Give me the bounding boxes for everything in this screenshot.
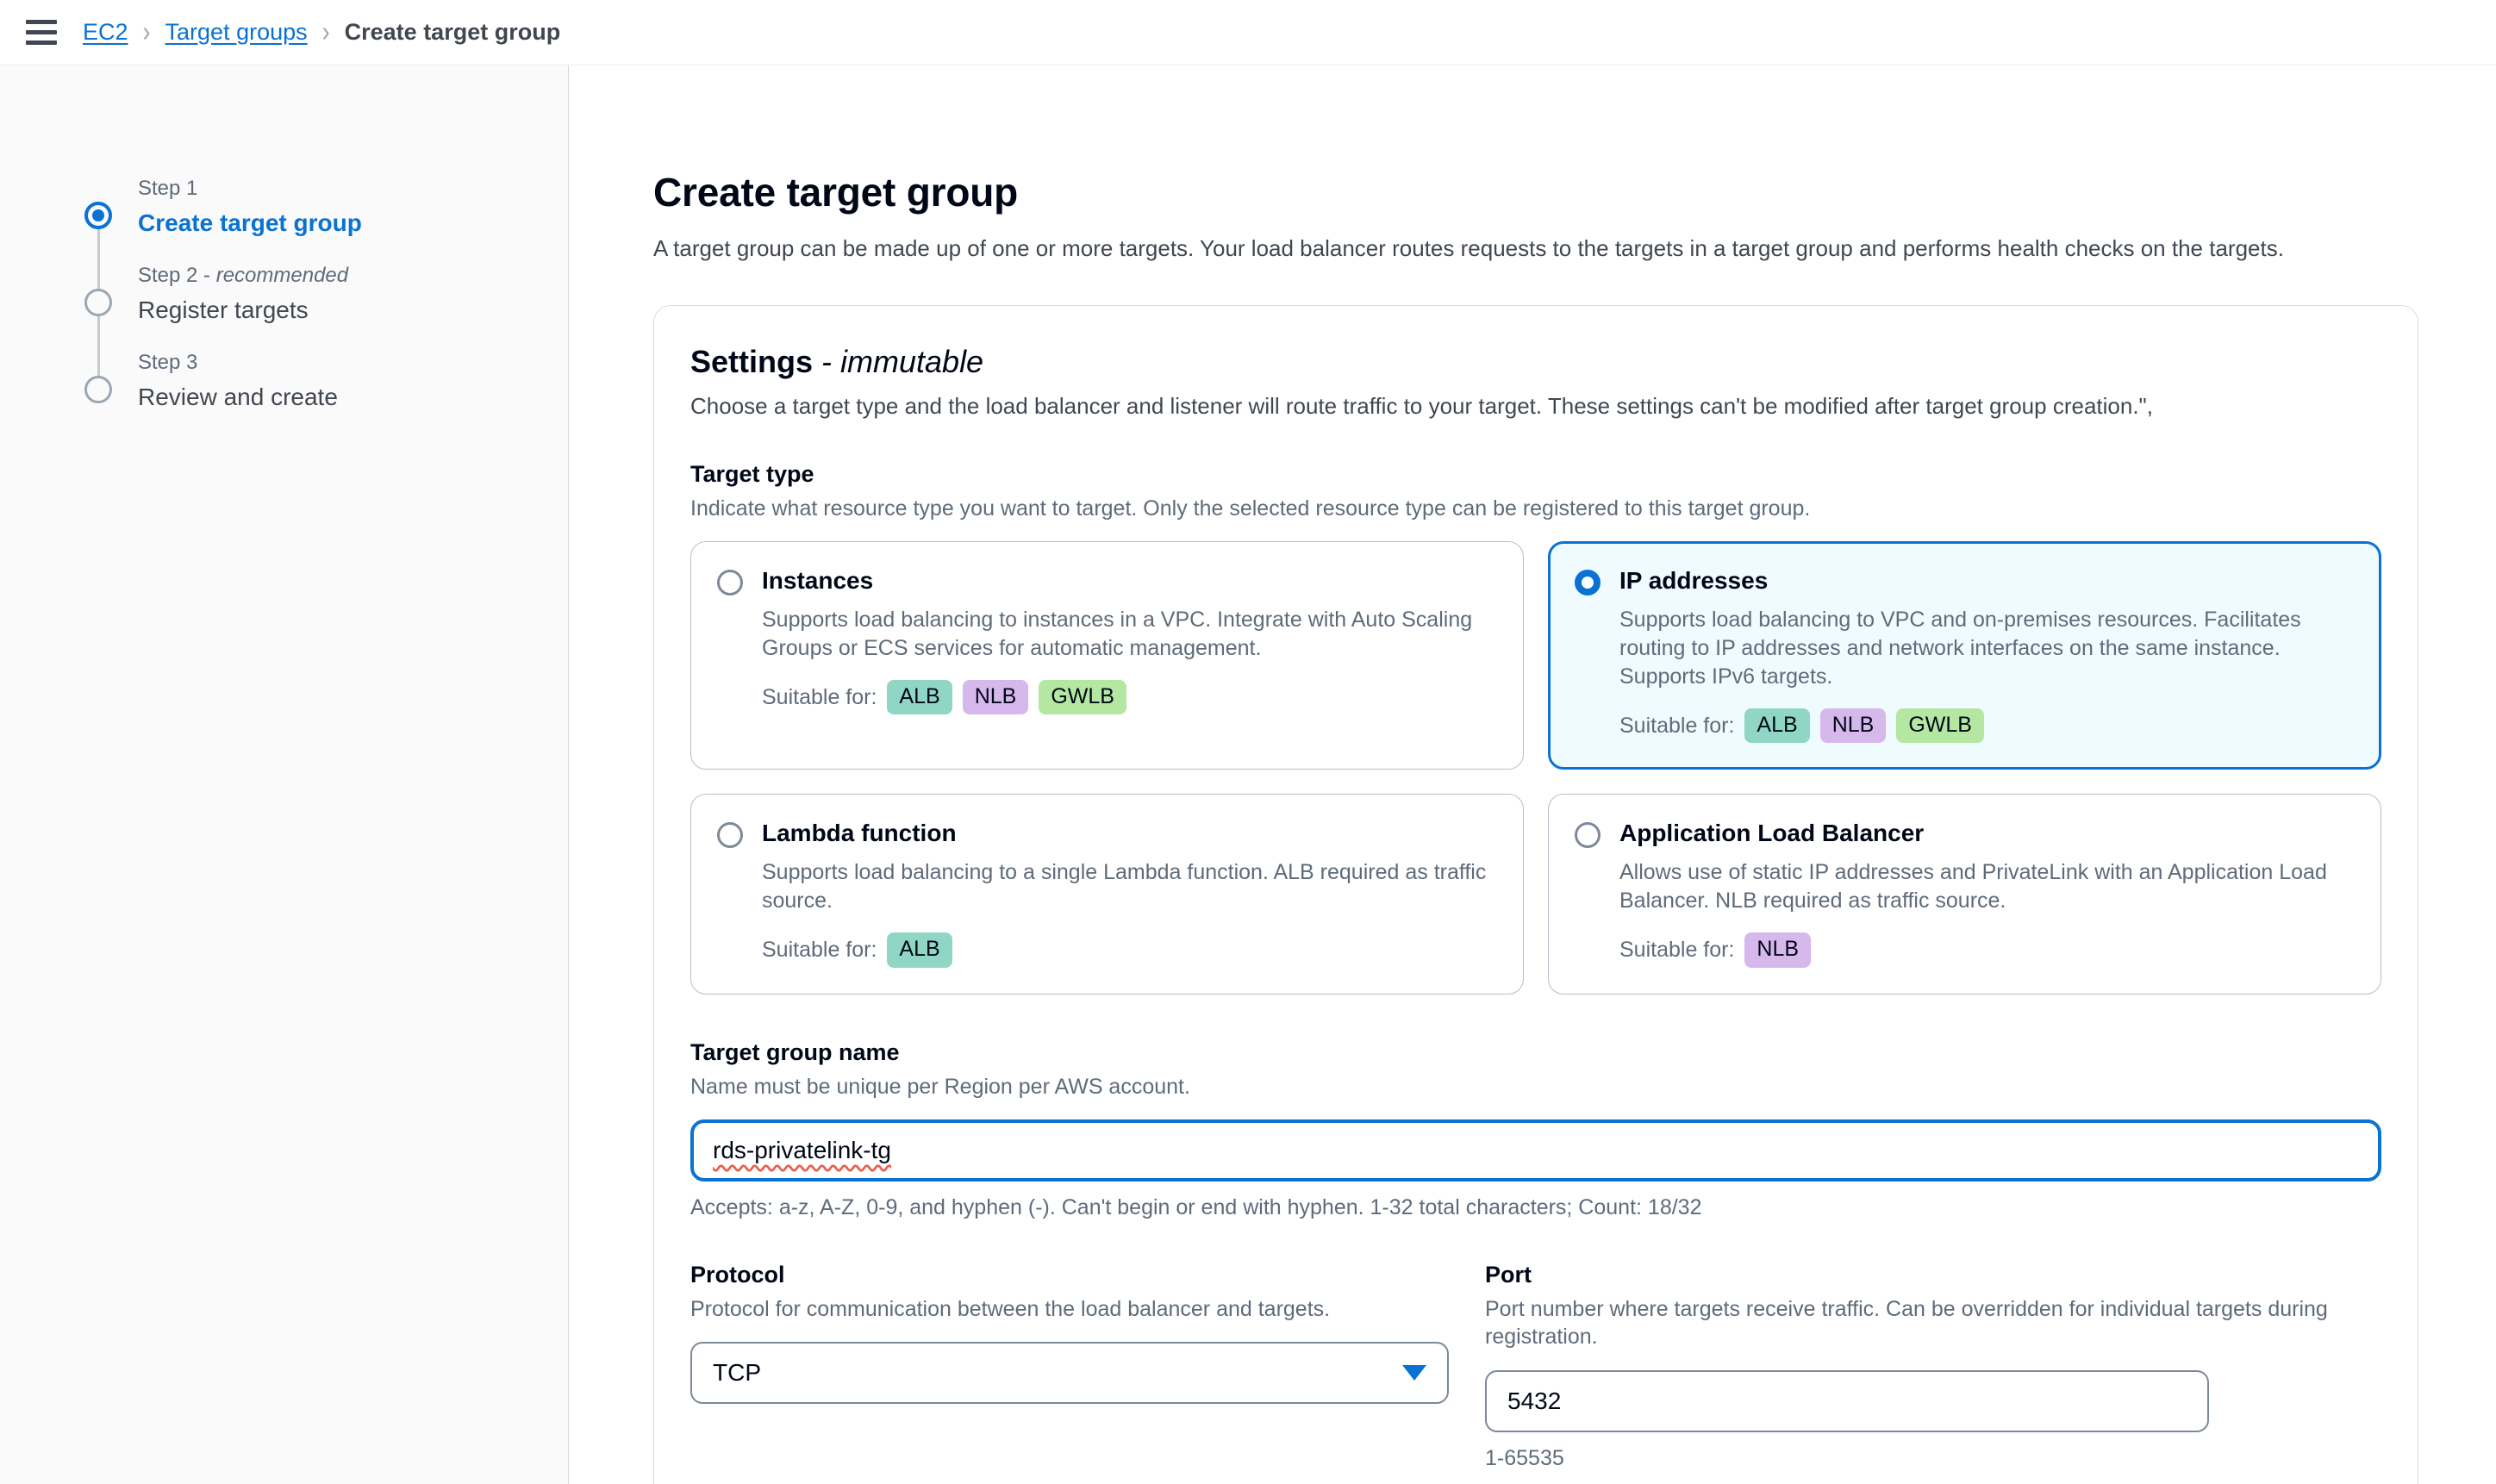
radio-icon[interactable]: [1575, 570, 1601, 596]
hamburger-bar: [26, 20, 57, 24]
option-description: Supports load balancing to instances in …: [762, 607, 1473, 660]
option-description: Allows use of static IP addresses and Pr…: [1619, 860, 2327, 913]
target-group-name-label: Target group name: [690, 1038, 900, 1065]
settings-description: Choose a target type and the load balanc…: [690, 392, 2153, 419]
target-type-option-instances[interactable]: Instances Supports load balancing to ins…: [690, 541, 1524, 770]
target-type-option-application-load-balancer[interactable]: Application Load Balancer Allows use of …: [1548, 794, 2381, 995]
step-title: Review and create: [138, 383, 338, 410]
protocol-label: Protocol: [690, 1261, 785, 1288]
protocol-port-row: Protocol Protocol for communication betw…: [690, 1262, 2381, 1473]
port-hint: 1-65535: [1485, 1445, 1564, 1470]
option-title: Lambda function: [762, 820, 957, 847]
page-title: Create target group: [653, 170, 1019, 215]
radio-icon[interactable]: [717, 822, 743, 849]
port-label: Port: [1485, 1261, 1532, 1288]
option-description: Supports load balancing to VPC and on-pr…: [1619, 607, 2301, 689]
badge-alb: ALB: [1744, 708, 1810, 744]
protocol-field: Protocol Protocol for communication betw…: [690, 1262, 1449, 1473]
page-body: Step 1 Create target group Step 2 - reco…: [0, 65, 2496, 1484]
step-title: Create target group: [138, 209, 362, 236]
badge-alb: ALB: [887, 932, 952, 968]
breadcrumb: EC2 › Target groups › Create target grou…: [83, 16, 561, 48]
step-navigation: Step 1 Create target group Step 2 - reco…: [0, 65, 569, 1484]
target-group-name-hint: Accepts: a-z, A-Z, 0-9, and hyphen (-). …: [690, 1195, 1702, 1220]
port-field: Port Port number where targets receive t…: [1485, 1262, 2381, 1473]
step-number-label: Step 1: [138, 177, 198, 200]
breadcrumb-bar: EC2 › Target groups › Create target grou…: [0, 0, 2496, 65]
breadcrumb-item-ec2[interactable]: EC2: [83, 19, 128, 45]
radio-icon[interactable]: [717, 570, 743, 596]
option-title: Application Load Balancer: [1619, 820, 1925, 847]
step-radio-icon: [84, 289, 112, 316]
target-type-option-lambda-function[interactable]: Lambda function Supports load balancing …: [690, 794, 1524, 995]
protocol-description: Protocol for communication between the l…: [690, 1296, 1331, 1321]
target-type-description: Indicate what resource type you want to …: [690, 496, 1811, 521]
target-type-options: Instances Supports load balancing to ins…: [690, 541, 2381, 995]
hamburger-bar: [26, 41, 57, 45]
step-radio-icon: [84, 376, 112, 403]
radio-icon[interactable]: [1575, 822, 1601, 849]
port-input[interactable]: 5432: [1485, 1369, 2209, 1432]
step-radio-icon: [84, 202, 112, 229]
target-group-name-description: Name must be unique per Region per AWS a…: [690, 1074, 1190, 1099]
suitable-for-row: Suitable for: ALB: [762, 932, 1497, 968]
suitable-for-label: Suitable for:: [1619, 713, 1735, 738]
sidebar-step-review-and-create[interactable]: Step 3 Review and create: [84, 350, 568, 437]
settings-heading-suffix: - immutable: [821, 343, 984, 379]
step-title: Register targets: [138, 296, 309, 323]
suitable-for-label: Suitable for:: [762, 937, 877, 962]
protocol-value: TCP: [713, 1359, 761, 1387]
badge-nlb: NLB: [962, 679, 1029, 715]
target-type-label: Target type: [690, 460, 814, 487]
sidebar-step-create-target-group[interactable]: Step 1 Create target group: [84, 176, 568, 291]
suitable-for-row: Suitable for: ALB NLB GWLB: [1619, 708, 2355, 744]
option-description: Supports load balancing to a single Lamb…: [762, 860, 1487, 913]
badge-alb: ALB: [887, 679, 952, 715]
breadcrumb-separator-icon: ›: [142, 16, 151, 48]
breadcrumb-separator-icon: ›: [321, 16, 330, 48]
target-group-name-input[interactable]: rds-privatelink-tg: [690, 1119, 2381, 1182]
suitable-for-label: Suitable for:: [1619, 937, 1735, 962]
step-number-label: Step 2 - recommended: [138, 264, 349, 287]
suitable-for-row: Suitable for: NLB: [1619, 932, 2355, 968]
breadcrumb-item-current: Create target group: [344, 19, 561, 45]
step-connector-line: [97, 316, 100, 378]
target-type-option-ip-addresses[interactable]: IP addresses Supports load balancing to …: [1548, 541, 2381, 770]
breadcrumb-item-target-groups[interactable]: Target groups: [165, 19, 308, 45]
option-title: IP addresses: [1619, 567, 1769, 595]
hamburger-menu-icon[interactable]: [26, 19, 60, 47]
page-description: A target group can be made up of one or …: [653, 235, 2284, 261]
settings-heading: Settings - immutable: [690, 343, 984, 379]
hamburger-bar: [26, 30, 57, 34]
main-content: Create target group A target group can b…: [569, 65, 2496, 1484]
protocol-select[interactable]: TCP: [690, 1342, 1449, 1405]
step-connector-line: [97, 229, 100, 291]
chevron-down-icon: [1402, 1365, 1426, 1381]
badge-nlb: NLB: [1744, 932, 1812, 968]
badge-gwlb: GWLB: [1039, 679, 1126, 715]
suitable-for-row: Suitable for: ALB NLB GWLB: [762, 679, 1497, 715]
step-number-label: Step 3: [138, 351, 198, 374]
settings-panel: Settings - immutable Choose a target typ…: [653, 304, 2418, 1484]
port-description: Port number where targets receive traffi…: [1485, 1296, 2328, 1350]
sidebar-step-register-targets[interactable]: Step 2 - recommended Register targets: [84, 263, 568, 378]
badge-nlb: NLB: [1819, 708, 1887, 744]
target-group-name-value: rds-privatelink-tg: [713, 1137, 891, 1164]
port-value: 5432: [1507, 1387, 1562, 1414]
badge-gwlb: GWLB: [1896, 708, 1984, 744]
suitable-for-label: Suitable for:: [762, 684, 877, 709]
option-title: Instances: [762, 567, 874, 595]
